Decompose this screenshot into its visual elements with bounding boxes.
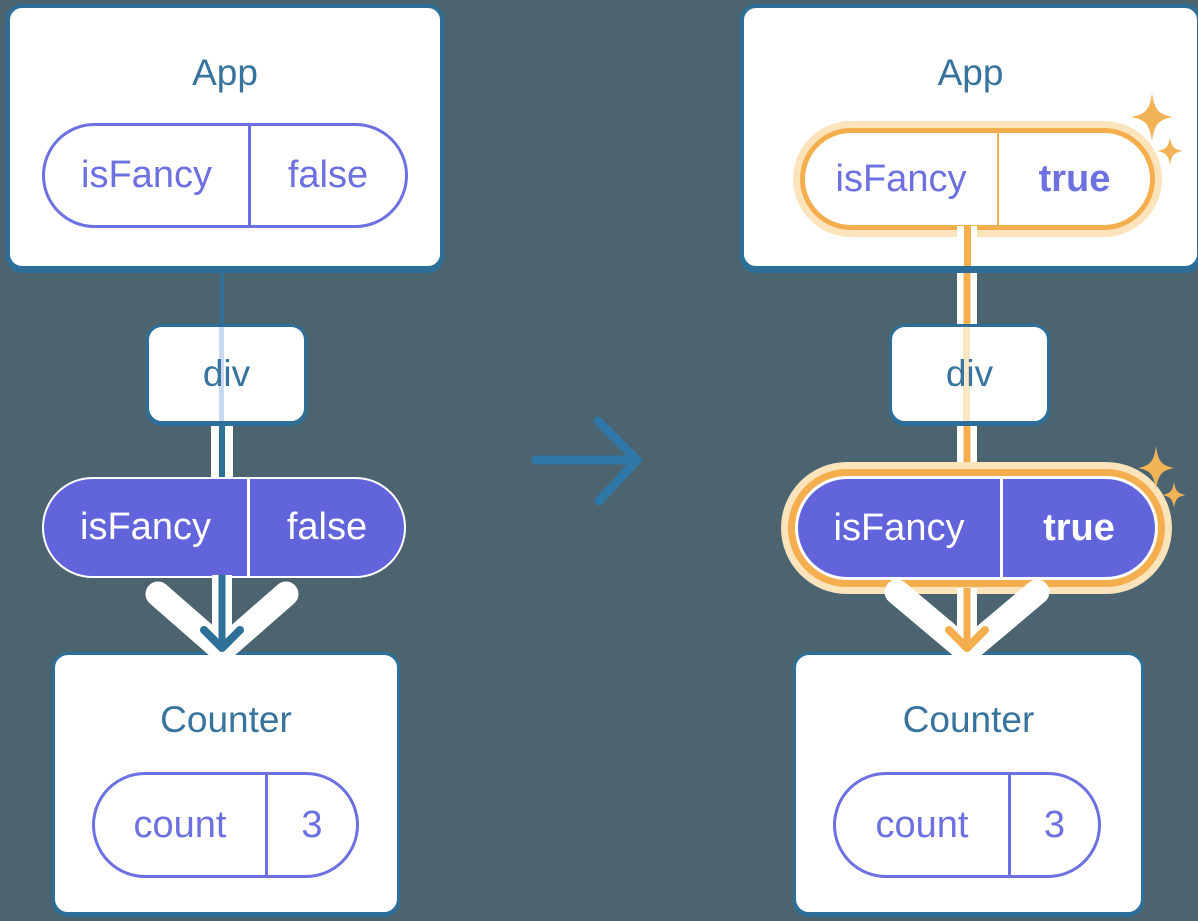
state-name: count — [875, 803, 969, 846]
pill-divider — [248, 126, 251, 225]
pill-divider — [247, 479, 250, 576]
component-title: div — [945, 353, 994, 394]
prop-arrow-after — [884, 579, 1050, 664]
state-name: isFancy — [833, 506, 965, 549]
state-flow-line — [957, 226, 977, 266]
state-name: isFancy — [80, 506, 211, 548]
state-flow-line — [219, 327, 224, 421]
pill-divider — [1008, 775, 1011, 875]
prop-pill-isfancy: isFancy true — [795, 476, 1158, 580]
component-title: Counter — [160, 699, 292, 740]
state-pill-count: count 3 — [833, 772, 1101, 878]
component-title: App — [192, 52, 258, 93]
app-component-card: App isFancy true — [740, 4, 1198, 270]
prop-arrow-before — [145, 575, 299, 663]
state-value: false — [286, 506, 368, 548]
state-name: count — [133, 803, 227, 846]
counter-component-card: Counter count 3 — [793, 652, 1144, 915]
state-value: false — [287, 154, 369, 196]
app-component-card: App isFancy false — [6, 4, 444, 270]
pill-divider — [997, 133, 999, 225]
state-pill-count: count 3 — [92, 772, 359, 878]
state-value: 3 — [1043, 803, 1066, 846]
state-value: 3 — [301, 803, 323, 846]
pill-divider — [1000, 479, 1003, 577]
component-title: Counter — [902, 699, 1035, 740]
state-value: true — [1043, 506, 1115, 549]
counter-component-card: Counter count 3 — [52, 652, 400, 915]
state-value: true — [1038, 157, 1111, 200]
div-component-card: div — [146, 324, 307, 424]
arrow-right-icon — [531, 416, 642, 506]
prop-pill-isfancy: isFancy false — [42, 477, 406, 578]
component-title: App — [937, 52, 1004, 93]
state-flow-core — [963, 226, 971, 266]
div-component-card: div — [889, 324, 1050, 424]
state-pill-isfancy: isFancy false — [42, 123, 408, 228]
component-title: div — [202, 353, 251, 394]
state-name: isFancy — [81, 154, 212, 196]
pill-divider — [265, 775, 268, 875]
state-pill-isfancy: isFancy true — [800, 128, 1155, 230]
state-flow-line — [963, 327, 970, 421]
state-name: isFancy — [835, 157, 967, 200]
